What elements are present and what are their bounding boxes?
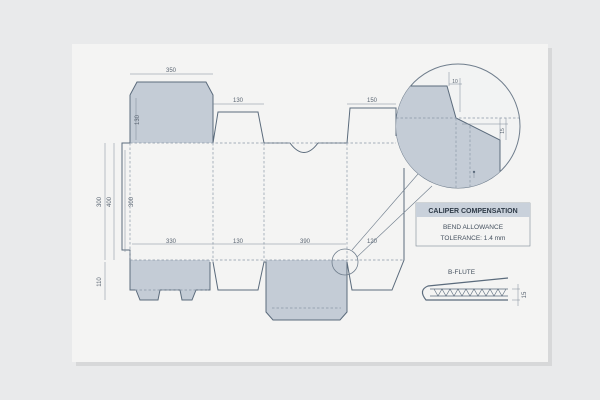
magnified-detail [396, 72, 520, 188]
dim-right-dust-flap: 150 [367, 98, 378, 104]
top-tuck-outline [129, 81, 214, 143]
bottom-center-flap-fill [266, 260, 347, 320]
dim-side-height-outer: 400 [107, 196, 113, 207]
detail-dim-top: 10 [452, 79, 458, 85]
bottom-outline [212, 168, 405, 321]
dim-total-height: 300 [97, 196, 103, 207]
flute-label: B-FLUTE [448, 269, 476, 276]
callout-line-2: TOLERANCE: 1.4 mm [441, 235, 506, 242]
flute-thickness: 15 [522, 291, 528, 298]
left-outline [121, 95, 211, 301]
dim-top-tuck-width: 350 [166, 68, 177, 74]
dim-tuck-height: 130 [135, 114, 141, 125]
detail-dim-right: 15 [500, 128, 506, 134]
dim-left-dust-flap: 130 [233, 98, 244, 104]
dim-side-height-inner: 300 [129, 196, 135, 207]
callout-line-1: BEND ALLOWANCE [443, 224, 504, 231]
dim-panel-front: 330 [166, 239, 177, 245]
dim-panel-side-2: 120 [367, 239, 378, 245]
callout-title: CALIPER COMPENSATION [428, 208, 517, 215]
detail-marker-circle [331, 248, 359, 276]
dim-panel-side-1: 130 [233, 239, 244, 245]
callout-leader-1 [351, 173, 419, 251]
callout-header [416, 203, 530, 217]
top-tuck-flap-fill [130, 82, 213, 95]
dim-bottom-flap: 110 [97, 277, 103, 287]
callout-leader-2 [356, 185, 433, 258]
dim-panel-back: 390 [300, 239, 311, 245]
flute-cross-section [421, 277, 520, 306]
top-tuck-panel-fill [130, 95, 213, 143]
